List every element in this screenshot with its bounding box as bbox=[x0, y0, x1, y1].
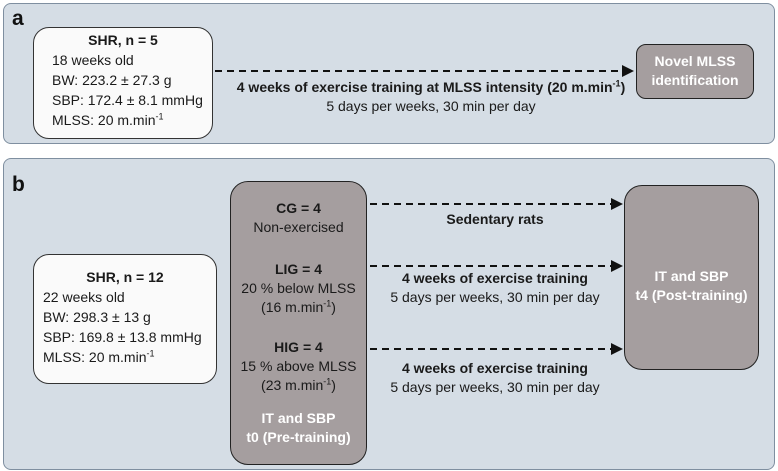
cg-arrowhead bbox=[611, 198, 623, 210]
sedentary-text: Sedentary rats bbox=[446, 211, 544, 227]
panel-a-schedule-label: 5 days per weeks, 30 min per day bbox=[326, 98, 536, 114]
hig-arrowhead bbox=[611, 343, 623, 355]
lig-training-label: 4 weeks of exercise training bbox=[402, 270, 588, 286]
lig-schedule-label: 5 days per weeks, 30 min per day bbox=[390, 289, 600, 305]
panel-b-letter: b bbox=[12, 173, 25, 196]
panel-a-arrow-label: 4 weeks of exercise training at MLSS int… bbox=[236, 78, 626, 116]
panel-a-letter: a bbox=[12, 7, 24, 30]
panel-b-mlss: MLSS: 20 m.min-1 bbox=[43, 348, 155, 365]
panel-a-bw: BW: 223.2 ± 27.3 g bbox=[52, 72, 172, 88]
novel-mlss-line2: identification bbox=[651, 72, 739, 88]
cg-title: CG = 4 bbox=[276, 200, 321, 216]
cg-desc: Non-exercised bbox=[253, 219, 344, 235]
hig-training-label: 4 weeks of exercise training bbox=[402, 360, 588, 376]
panel-a-novel-mlss-box: Novel MLSS identification bbox=[636, 44, 754, 99]
lig-arrowhead bbox=[611, 260, 623, 272]
panel-b-sbp: SBP: 169.8 ± 13.8 mmHg bbox=[43, 329, 202, 345]
panel-b-shr-box: SHR, n = 12 22 weeks old BW: 298.3 ± 13 … bbox=[33, 254, 217, 384]
panel-a-arrowhead bbox=[622, 65, 634, 77]
lig-speed: (16 m.min-1) bbox=[261, 298, 336, 315]
lig-desc: 20 % below MLSS bbox=[241, 280, 356, 296]
lig-arrow-label: 4 weeks of exercise training 5 days per … bbox=[375, 269, 615, 307]
panel-a-age: 18 weeks old bbox=[52, 52, 134, 68]
pre-training-line1: IT and SBP bbox=[261, 410, 336, 426]
lig-title: LIG = 4 bbox=[274, 261, 323, 277]
hig-desc: 15 % above MLSS bbox=[240, 358, 357, 374]
panel-a-shr-title: SHR, n = 5 bbox=[88, 32, 158, 48]
hig-arrow-label: 4 weeks of exercise training 5 days per … bbox=[375, 359, 615, 397]
sedentary-label: Sedentary rats bbox=[385, 210, 605, 229]
panel-b-age: 22 weeks old bbox=[43, 289, 125, 305]
panel-b-groups-box: CG = 4 Non-exercised LIG = 4 20 % below … bbox=[230, 181, 367, 465]
novel-mlss-line1: Novel MLSS bbox=[654, 53, 736, 69]
panel-b-shr-title: SHR, n = 12 bbox=[86, 269, 164, 285]
panel-a-sbp: SBP: 172.4 ± 8.1 mmHg bbox=[52, 92, 203, 108]
post-training-line2: t4 (Post-training) bbox=[635, 287, 748, 303]
pre-training-line2: t0 (Pre-training) bbox=[246, 429, 351, 445]
panel-b-bw: BW: 298.3 ± 13 g bbox=[43, 309, 151, 325]
hig-speed: (23 m.min-1) bbox=[261, 376, 336, 393]
panel-a-training-label: 4 weeks of exercise training at MLSS int… bbox=[236, 78, 626, 95]
post-training-line1: IT and SBP bbox=[654, 268, 729, 284]
panel-a-shr-box: SHR, n = 5 18 weeks old BW: 223.2 ± 27.3… bbox=[33, 27, 213, 139]
panel-a-mlss: MLSS: 20 m.min-1 bbox=[52, 111, 164, 128]
hig-title: HIG = 4 bbox=[274, 339, 323, 355]
hig-schedule-label: 5 days per weeks, 30 min per day bbox=[390, 379, 600, 395]
panel-b-post-box: IT and SBP t4 (Post-training) bbox=[624, 185, 759, 370]
